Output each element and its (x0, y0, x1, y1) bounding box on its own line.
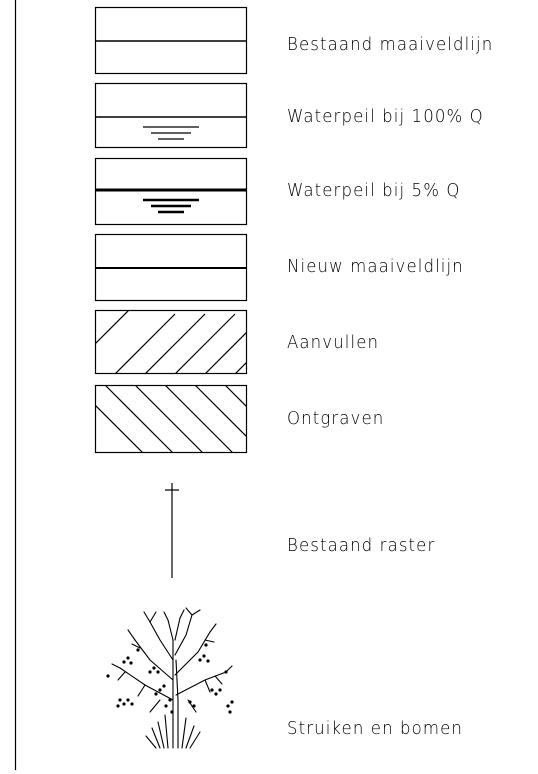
symbol-water-level-5 (94, 157, 248, 226)
legend-label-existing-fence: Bestaand raster (287, 535, 436, 556)
symbol-existing-fence (165, 483, 179, 578)
symbol-shrubs-foliage (106, 643, 234, 714)
legend-label-existing-ground-line: Bestaand maaiveldlijn (287, 34, 494, 55)
legend-label-new-ground-line: Nieuw maaiveldlijn (287, 256, 464, 277)
symbol-existing-ground-line (94, 6, 248, 75)
legend-label-shrubs-trees: Struiken en bomen (287, 718, 464, 739)
legend-label-water-level-5: Waterpeil bij 5% Q (287, 180, 461, 201)
legend-label-excavate: Ontgraven (287, 408, 385, 429)
symbol-excavate-hatch (94, 384, 248, 454)
symbol-new-ground-line (94, 233, 248, 302)
legend-label-water-level-100: Waterpeil bij 100% Q (287, 106, 484, 127)
symbol-shrubs-trees (111, 607, 233, 749)
symbol-fill-hatch (94, 309, 248, 375)
legend-label-fill: Aanvullen (287, 332, 380, 353)
symbol-water-level-100 (94, 82, 248, 149)
